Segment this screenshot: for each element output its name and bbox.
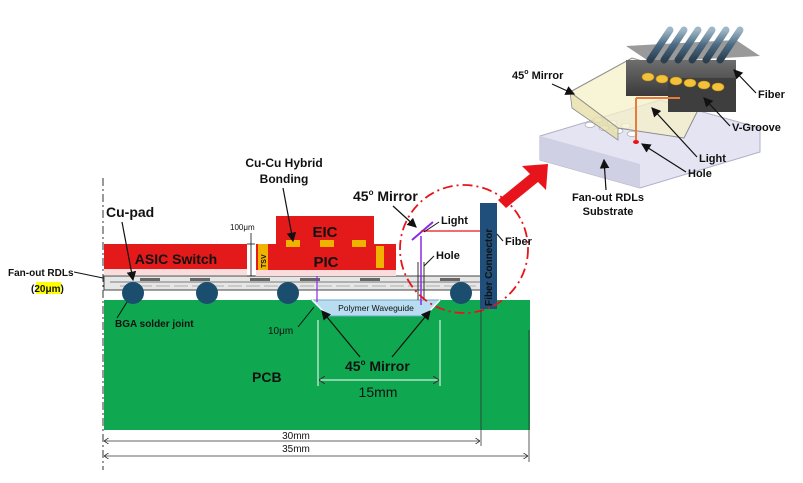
rdl-pad — [140, 278, 160, 281]
zoom-arrow — [498, 164, 548, 208]
pcb-board — [104, 300, 530, 430]
rdl-pad — [250, 278, 270, 281]
inset-fibers — [646, 26, 744, 64]
fanout-width-highlight — [36, 282, 61, 294]
fiber-connector-label: Fiber Connector — [484, 229, 495, 306]
bga-pointer — [116, 301, 128, 319]
inset-hole-pointer — [640, 143, 687, 173]
bga-solder-ball — [196, 282, 218, 304]
asic-bottom-strip — [104, 269, 247, 275]
fiber-pointer — [496, 233, 504, 242]
rdl-pad — [190, 278, 210, 281]
inset-fiber-ends — [641, 72, 725, 92]
inset-v-groove-label: V-Groove — [732, 122, 781, 134]
mirror-main-pointer — [392, 205, 417, 228]
cu-cu-bonding-label-1: Cu-Cu Hybrid — [245, 156, 322, 170]
bga-solder-ball — [450, 282, 472, 304]
rdl-pad — [300, 278, 320, 281]
fiber-label: Fiber — [505, 236, 533, 248]
fanout-rdl-label-2: (20μm) — [31, 284, 64, 295]
inset-fanout-pointer — [599, 158, 610, 191]
inset-fanout-label-2: Substrate — [583, 206, 634, 218]
rdl-pad — [360, 278, 380, 281]
eic-label: EIC — [312, 224, 337, 241]
pic-label: PIC — [313, 254, 338, 271]
mirror-main-label: 45o Mirror — [353, 188, 418, 204]
cu-cu-bonding-label-2: Bonding — [260, 172, 309, 186]
cu-pad-pointer — [121, 221, 137, 282]
tsv-block — [258, 244, 268, 270]
light-pointer — [423, 221, 440, 233]
fanout-rdl-layer — [103, 275, 493, 291]
bga-label: BGA solder joint — [115, 319, 194, 330]
mirror-pointer-left — [321, 310, 361, 358]
inset-light-pointer — [651, 107, 698, 158]
hybrid-bond-pad — [286, 240, 300, 247]
hole-pointer — [423, 255, 435, 267]
inset-fanout-label-1: Fan-out RDLs — [572, 192, 644, 204]
hole-label: Hole — [436, 250, 460, 262]
cu-pad-label: Cu-pad — [106, 204, 154, 220]
pcb-label: PCB — [252, 369, 282, 385]
bga-solder-ball — [122, 282, 144, 304]
fanout-rdl-label-1: Fan-out RDLs — [8, 268, 74, 279]
dim-10um-label: 10μm — [268, 326, 293, 337]
rdl-pad — [440, 278, 460, 281]
dim-30mm-label: 30mm — [282, 431, 310, 442]
mirror-pointer-right — [391, 310, 431, 358]
dim-35mm-label: 35mm — [282, 444, 310, 455]
tsv-via — [376, 246, 384, 268]
cu-cu-pointer — [282, 187, 297, 243]
pic-bottom-strip — [256, 270, 396, 276]
dim-15mm-label: 15mm — [359, 384, 398, 400]
inset-light-label: Light — [699, 153, 726, 165]
light-label: Light — [441, 215, 468, 227]
bga-solder-ball — [277, 282, 299, 304]
inset-mirror-label: 45o Mirror — [512, 69, 564, 82]
inset-hole-label: Hole — [688, 168, 712, 180]
polymer-waveguide-label: Polymer Waveguide — [338, 303, 414, 313]
dim-100um-label: 100μm — [230, 223, 255, 232]
inset-fiber-pointer — [733, 69, 757, 94]
fiber-connector — [480, 203, 497, 309]
inset-fiber-label: Fiber — [758, 89, 786, 101]
fanout-pointer — [73, 271, 104, 279]
inset-hole — [633, 140, 639, 144]
inset-mirror-pointer — [551, 83, 576, 95]
mirror-bottom-label: 45o Mirror — [345, 358, 410, 374]
inset-mirror-face — [569, 91, 619, 141]
inset-substrate-front — [540, 136, 640, 188]
hybrid-bond-pad — [352, 240, 366, 247]
hybrid-bond-pad — [320, 240, 334, 247]
highlight-circle — [399, 184, 529, 314]
dim-10um-pointer — [297, 306, 315, 328]
asic-switch-label: ASIC Switch — [135, 251, 217, 267]
inset-v-groove-pointer — [703, 97, 731, 127]
tsv-label: TSV — [261, 254, 268, 268]
